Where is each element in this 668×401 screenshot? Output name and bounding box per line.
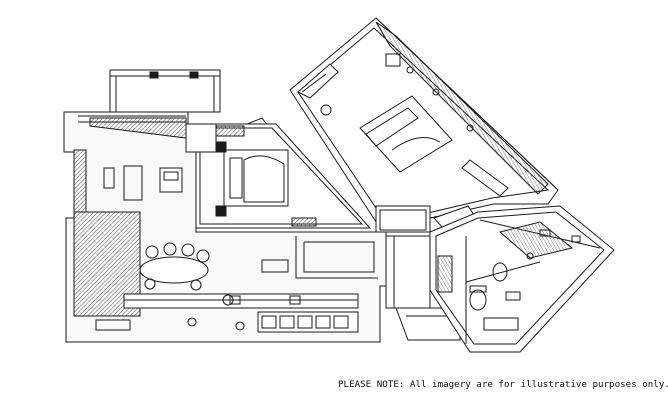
shower-icon: [498, 221, 581, 260]
bathroom-outer-wall: [429, 205, 615, 353]
corridor: [375, 205, 481, 341]
dining-table-icon: [139, 242, 210, 291]
toilet-icon: [469, 262, 508, 311]
plant-icon: [187, 294, 245, 331]
left-upper-wall-hatch: [73, 149, 87, 213]
master-bedroom: [289, 17, 559, 229]
illustrative-disclaimer: PLEASE NOTE: All imagery are for illustr…: [338, 379, 668, 390]
entry-recess: [109, 69, 221, 113]
kitchen-counter-icon: [95, 259, 359, 333]
middle-bedroom: [189, 123, 372, 229]
bed-icon: [215, 141, 289, 217]
bed-icon: [359, 95, 453, 173]
bathrooms: [429, 205, 615, 353]
